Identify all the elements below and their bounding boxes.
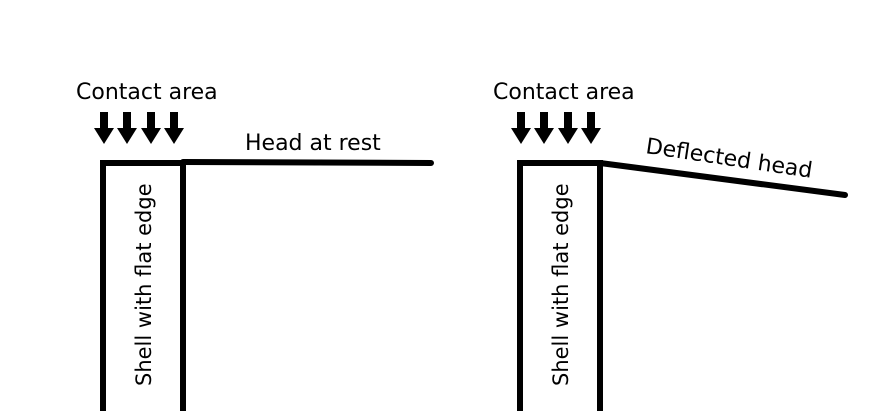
down-arrow-icon: [581, 112, 601, 144]
left-shell-label: Shell with flat edge: [132, 183, 156, 386]
down-arrow-icon: [117, 112, 137, 144]
right-shell-label: Shell with flat edge: [549, 183, 573, 386]
right-contact-area-label: Contact area: [493, 80, 635, 105]
down-arrow-icon: [511, 112, 531, 144]
left-contact-area-label: Contact area: [76, 80, 218, 105]
right-contact-arrows: [511, 112, 601, 144]
down-arrow-icon: [558, 112, 578, 144]
left-head-label: Head at rest: [245, 131, 381, 156]
down-arrow-icon: [94, 112, 114, 144]
down-arrow-icon: [534, 112, 554, 144]
right-shell: Shell with flat edge: [517, 160, 603, 411]
right-panel: Contact area Deflected head Shell with f…: [493, 80, 848, 411]
right-head-label: Deflected head: [644, 134, 814, 184]
right-deflected-head-line: [597, 160, 848, 198]
left-contact-arrows: [94, 112, 184, 144]
left-shell: Shell with flat edge: [100, 160, 186, 411]
left-head-at-rest-line: [180, 159, 434, 166]
left-panel: Contact area Head at rest Shell with fla…: [76, 80, 434, 411]
down-arrow-icon: [164, 112, 184, 144]
down-arrow-icon: [141, 112, 161, 144]
